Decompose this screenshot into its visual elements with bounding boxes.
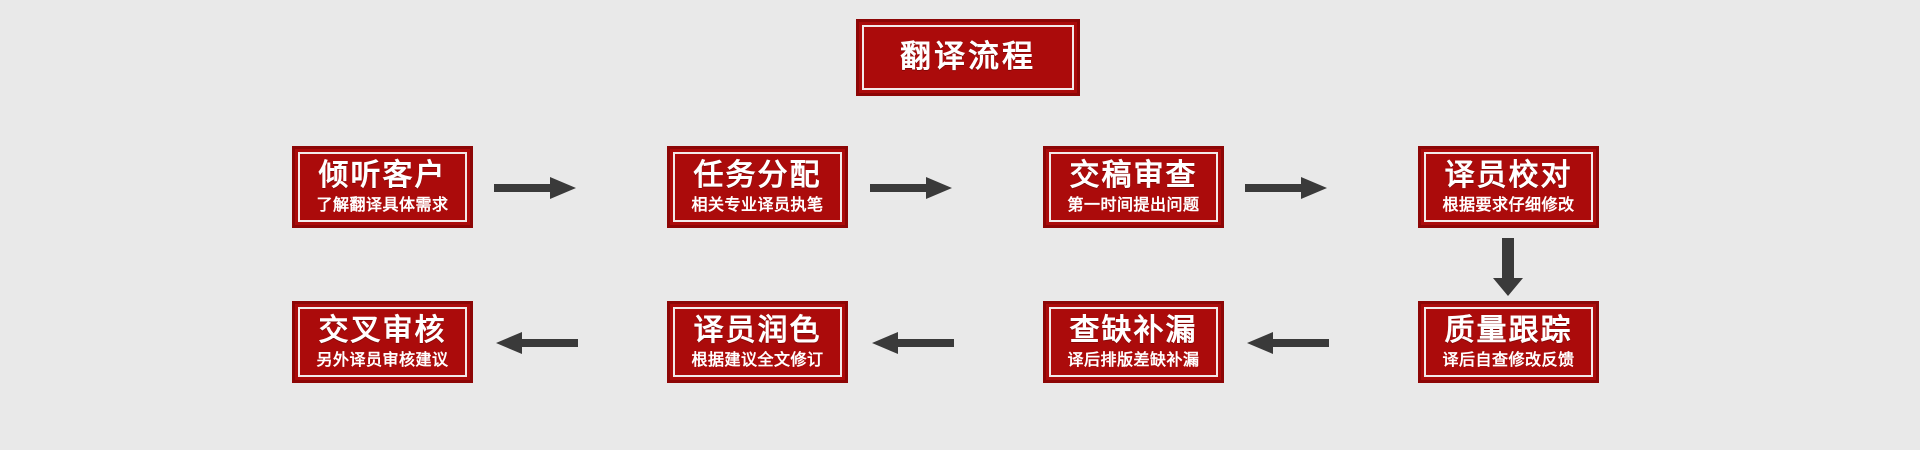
node-subtitle: 第一时间提出问题 xyxy=(1067,195,1200,214)
title-inner-frame: 翻译流程 xyxy=(862,25,1074,90)
node-title: 译员校对 xyxy=(1444,158,1573,193)
node-subtitle: 根据要求仔细修改 xyxy=(1442,195,1575,214)
node-inner-frame: 查缺补漏 译后排版差缺补漏 xyxy=(1049,307,1218,377)
flow-node-translator-proofreading[interactable]: 译员校对 根据要求仔细修改 xyxy=(1418,146,1599,228)
node-subtitle: 根据建议全文修订 xyxy=(691,350,824,369)
node-inner-frame: 任务分配 相关专业译员执笔 xyxy=(673,152,842,222)
node-inner-frame: 译员润色 根据建议全文修订 xyxy=(673,307,842,377)
node-inner-frame: 倾听客户 了解翻译具体需求 xyxy=(298,152,467,222)
flowchart-title-box: 翻译流程 xyxy=(856,19,1080,96)
flow-node-quality-tracking[interactable]: 质量跟踪 译后自查修改反馈 xyxy=(1418,301,1599,383)
arrow-right-icon xyxy=(864,173,960,203)
flow-node-listen-to-client[interactable]: 倾听客户 了解翻译具体需求 xyxy=(292,146,473,228)
node-inner-frame: 交稿审查 第一时间提出问题 xyxy=(1049,152,1218,222)
arrow-left-icon xyxy=(488,328,584,358)
node-title: 质量跟踪 xyxy=(1444,313,1573,348)
node-subtitle: 译后排版差缺补漏 xyxy=(1067,350,1200,369)
arrow-right-icon xyxy=(1239,173,1335,203)
node-title: 译员润色 xyxy=(693,313,822,348)
arrow-down-icon xyxy=(1484,236,1532,298)
arrow-left-icon xyxy=(864,328,960,358)
node-inner-frame: 译员校对 根据要求仔细修改 xyxy=(1424,152,1593,222)
node-subtitle: 译后自查修改反馈 xyxy=(1442,350,1575,369)
flow-node-gap-check[interactable]: 查缺补漏 译后排版差缺补漏 xyxy=(1043,301,1224,383)
node-inner-frame: 质量跟踪 译后自查修改反馈 xyxy=(1424,307,1593,377)
node-title: 交稿审查 xyxy=(1069,158,1198,193)
flow-node-task-assignment[interactable]: 任务分配 相关专业译员执笔 xyxy=(667,146,848,228)
node-subtitle: 另外译员审核建议 xyxy=(316,350,449,369)
arrow-left-icon xyxy=(1239,328,1335,358)
node-inner-frame: 交叉审核 另外译员审核建议 xyxy=(298,307,467,377)
node-title: 交叉审核 xyxy=(318,313,447,348)
node-subtitle: 了解翻译具体需求 xyxy=(316,195,449,214)
flow-node-cross-review[interactable]: 交叉审核 另外译员审核建议 xyxy=(292,301,473,383)
flow-node-translator-polishing[interactable]: 译员润色 根据建议全文修订 xyxy=(667,301,848,383)
node-subtitle: 相关专业译员执笔 xyxy=(691,195,824,214)
page-title: 翻译流程 xyxy=(900,39,1036,75)
arrow-right-icon xyxy=(488,173,584,203)
node-title: 查缺补漏 xyxy=(1069,313,1198,348)
node-title: 任务分配 xyxy=(693,158,822,193)
node-title: 倾听客户 xyxy=(318,158,447,193)
flow-node-draft-review[interactable]: 交稿审查 第一时间提出问题 xyxy=(1043,146,1224,228)
